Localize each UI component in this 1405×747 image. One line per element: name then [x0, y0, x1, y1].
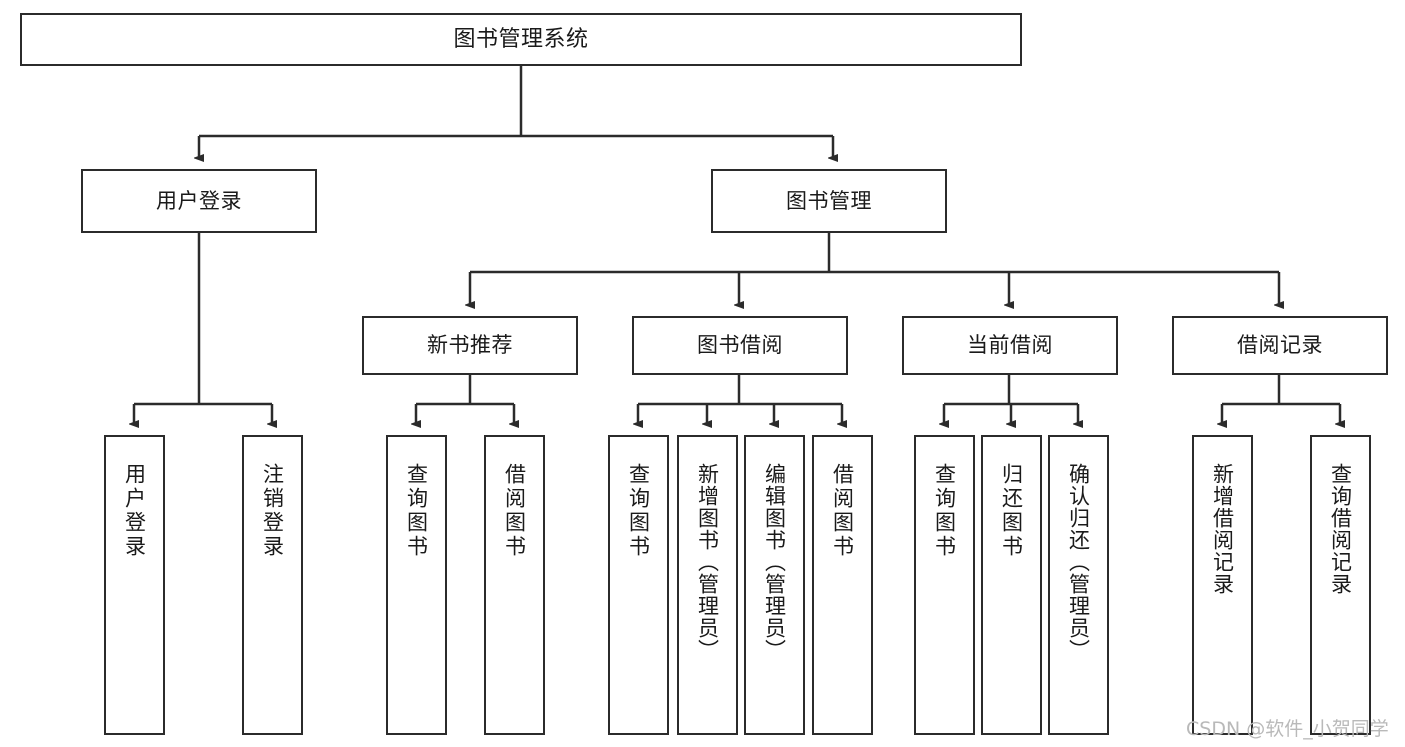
leaf-user-login[interactable]: 用户登录: [104, 435, 165, 735]
node-label: 借阅记录: [1237, 333, 1323, 358]
node-label: 新增图书（管理员）: [695, 463, 720, 661]
leaf-return-book[interactable]: 归还图书: [981, 435, 1042, 735]
leaf-add-book[interactable]: 新增图书（管理员）: [677, 435, 738, 735]
node-label: 查询图书: [626, 463, 651, 559]
leaf-confirm-return[interactable]: 确认归还（管理员）: [1048, 435, 1109, 735]
node-new-book-recommend[interactable]: 新书推荐: [362, 316, 578, 375]
node-label: 用户登录: [122, 463, 147, 559]
leaf-add-borrow-record[interactable]: 新增借阅记录: [1192, 435, 1253, 735]
node-current-borrow[interactable]: 当前借阅: [902, 316, 1118, 375]
node-book-borrow[interactable]: 图书借阅: [632, 316, 848, 375]
node-label: 图书借阅: [697, 333, 783, 358]
node-label: 查询图书: [932, 463, 957, 559]
node-root-system[interactable]: 图书管理系统: [20, 13, 1022, 66]
leaf-query-book-current[interactable]: 查询图书: [914, 435, 975, 735]
leaf-borrow-book-recommend[interactable]: 借阅图书: [484, 435, 545, 735]
node-label: 归还图书: [999, 463, 1024, 559]
leaf-logout-login[interactable]: 注销登录: [242, 435, 303, 735]
node-label: 用户登录: [156, 188, 242, 213]
node-label: 查询借阅记录: [1328, 463, 1353, 595]
node-label: 借阅图书: [502, 463, 527, 559]
node-label: 编辑图书（管理员）: [762, 463, 787, 661]
node-book-management[interactable]: 图书管理: [711, 169, 947, 233]
node-label: 新增借阅记录: [1210, 463, 1235, 595]
node-label: 确认归还（管理员）: [1066, 463, 1091, 661]
node-label: 图书管理系统: [453, 26, 589, 52]
node-label: 新书推荐: [427, 333, 513, 358]
node-label: 注销登录: [260, 463, 285, 559]
node-label: 图书管理: [786, 188, 872, 213]
leaf-edit-book[interactable]: 编辑图书（管理员）: [744, 435, 805, 735]
leaf-query-book-recommend[interactable]: 查询图书: [386, 435, 447, 735]
node-label: 查询图书: [404, 463, 429, 559]
node-label: 借阅图书: [830, 463, 855, 559]
node-label: 当前借阅: [967, 333, 1053, 358]
watermark-text: CSDN @软件_小贺同学: [1186, 718, 1389, 740]
leaf-borrow-book[interactable]: 借阅图书: [812, 435, 873, 735]
node-user-login[interactable]: 用户登录: [81, 169, 317, 233]
leaf-query-borrow-record[interactable]: 查询借阅记录: [1310, 435, 1371, 735]
node-borrow-record[interactable]: 借阅记录: [1172, 316, 1388, 375]
leaf-query-book-borrow[interactable]: 查询图书: [608, 435, 669, 735]
